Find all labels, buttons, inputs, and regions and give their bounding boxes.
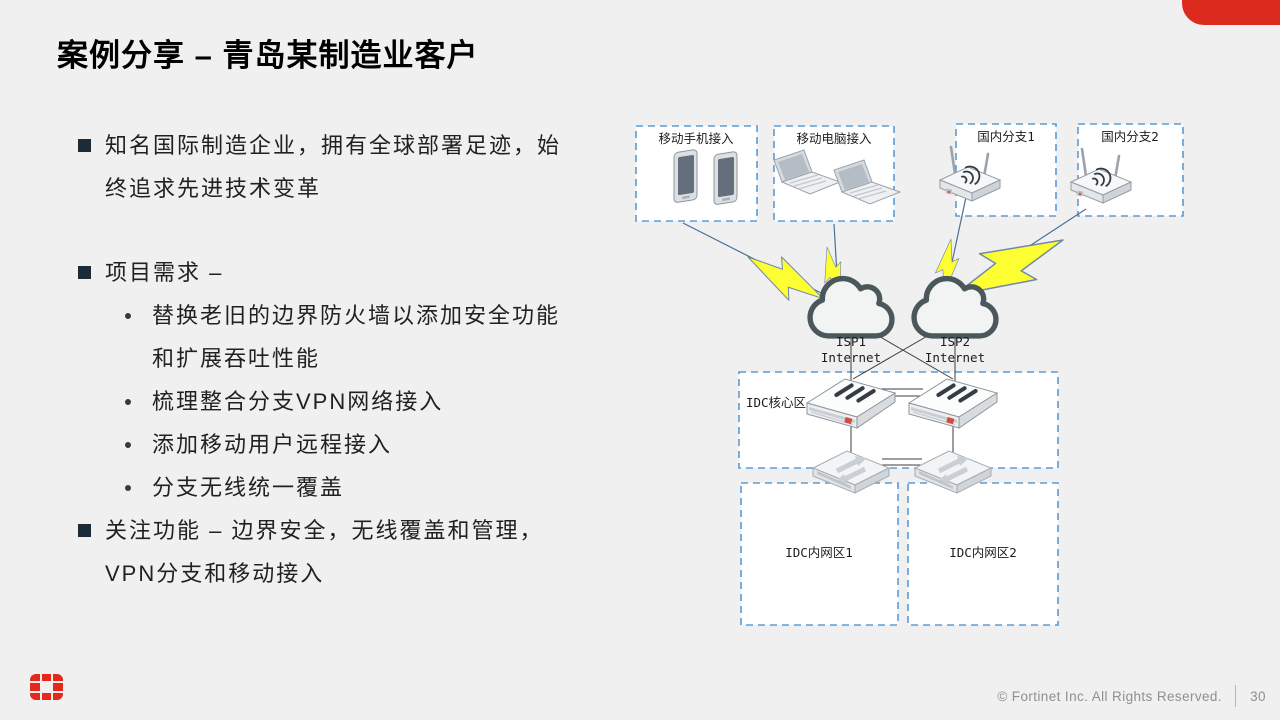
zone-box-branch2: 国内分支2 bbox=[1077, 123, 1184, 217]
dot-bullet-icon bbox=[125, 485, 131, 491]
dot-bullet-icon bbox=[125, 313, 131, 319]
page-number: 30 bbox=[1250, 688, 1266, 704]
zone-label: IDC内网区1 bbox=[785, 545, 853, 560]
corner-accent-shape bbox=[1182, 0, 1280, 25]
footer-divider bbox=[1235, 685, 1236, 707]
sub-bullet-item: 替换老旧的边界防火墙以添加安全功能和扩展吞吐性能 bbox=[78, 294, 638, 380]
sub-bullet-item: 添加移动用户远程接入 bbox=[78, 423, 638, 466]
page-title: 案例分享 – 青岛某制造业客户 bbox=[57, 38, 479, 73]
bullet-text: 知名国际制造企业，拥有全球部署足迹，始终追求先进技术变革 bbox=[105, 133, 562, 201]
square-bullet-icon bbox=[78, 524, 91, 537]
isp1-internet-label: Internet bbox=[821, 350, 881, 365]
zone-label: 移动电脑接入 bbox=[796, 131, 872, 146]
copyright-text: © Fortinet Inc. All Rights Reserved. bbox=[997, 688, 1222, 704]
sub-bullet-item: 梳理整合分支VPN网络接入 bbox=[78, 380, 638, 423]
isp2-internet-label: Internet bbox=[925, 350, 985, 365]
zone-box-idc-lan2: IDC内网区2 bbox=[907, 482, 1059, 626]
sub-bullet-text: 分支无线统一覆盖 bbox=[152, 475, 345, 500]
square-bullet-icon bbox=[78, 139, 91, 152]
bullet-item: 知名国际制造企业，拥有全球部署足迹，始终追求先进技术变革 bbox=[78, 124, 638, 210]
sub-bullet-item: 分支无线统一覆盖 bbox=[78, 466, 638, 509]
zone-box-idc-lan1: IDC内网区1 bbox=[740, 482, 899, 626]
zone-label: IDC核心区 bbox=[746, 395, 806, 410]
bullet-item: 关注功能 – 边界安全，无线覆盖和管理，VPN分支和移动接入 bbox=[78, 509, 638, 595]
zone-label: 移动手机接入 bbox=[658, 131, 734, 146]
smartphone-icon bbox=[673, 148, 698, 204]
dot-bullet-icon bbox=[125, 399, 131, 405]
zone-label: 国内分支2 bbox=[1101, 129, 1159, 144]
sub-bullet-text: 替换老旧的边界防火墙以添加安全功能和扩展吞吐性能 bbox=[152, 303, 561, 371]
zone-box-idc-core: IDC核心区 bbox=[738, 371, 1059, 469]
bullet-list: 知名国际制造企业，拥有全球部署足迹，始终追求先进技术变革 项目需求 – 替换老旧… bbox=[78, 124, 638, 595]
fortinet-logo-icon bbox=[30, 674, 63, 700]
isp1-label: ISP1 bbox=[836, 334, 866, 349]
dot-bullet-icon bbox=[125, 442, 131, 448]
zone-label: IDC内网区2 bbox=[949, 545, 1017, 560]
network-diagram: 移动手机接入 移动电脑接入 国内分支1 国内分支2 IDC核心区 IDC内网区1… bbox=[635, 123, 1184, 626]
bullet-item: 项目需求 – bbox=[78, 251, 638, 294]
sub-bullet-text: 添加移动用户远程接入 bbox=[152, 432, 393, 457]
isp2-label: ISP2 bbox=[940, 334, 970, 349]
smartphone-icon bbox=[713, 150, 738, 206]
bullet-text: 项目需求 – bbox=[105, 260, 224, 285]
bullet-text: 关注功能 – 边界安全，无线覆盖和管理，VPN分支和移动接入 bbox=[105, 518, 544, 586]
square-bullet-icon bbox=[78, 266, 91, 279]
sub-bullet-text: 梳理整合分支VPN网络接入 bbox=[152, 389, 444, 414]
isp1-cloud-icon bbox=[810, 279, 892, 336]
footer: © Fortinet Inc. All Rights Reserved. 30 bbox=[997, 685, 1280, 707]
zone-label: 国内分支1 bbox=[977, 129, 1035, 144]
